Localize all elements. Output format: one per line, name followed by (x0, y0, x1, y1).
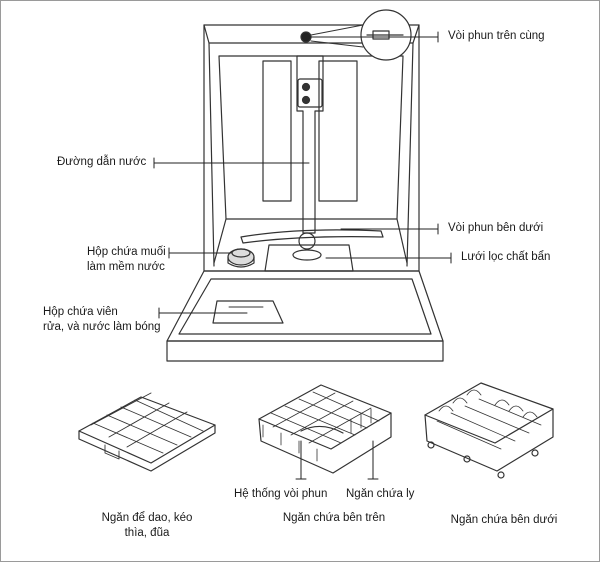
salt-box-cap (227, 248, 255, 268)
label-cutlery-rack: Ngăn để dao, kéo thìa, đũa (97, 511, 197, 541)
label-upper-rack: Ngăn chứa bên trên (282, 512, 386, 524)
right-panel (318, 60, 358, 202)
pipe-screw-bottom (301, 95, 311, 105)
pipe-screw-top (301, 82, 311, 92)
dishwasher-body (203, 9, 420, 272)
label-filter: Lưới lọc chất bẩn (461, 251, 551, 263)
left-panel (262, 60, 292, 202)
floor-edges (213, 218, 408, 264)
magnifier-lines (310, 24, 364, 48)
door-front-edge (166, 340, 444, 362)
label-detergent-box-line2: rửa, và nước làm bóng (43, 321, 161, 333)
top-spray-detail (366, 30, 404, 40)
label-spray-system: Hệ thống vòi phun (234, 488, 328, 500)
upper-spray-arm (300, 425, 344, 434)
label-salt-box-line2: làm mềm nước (87, 261, 165, 273)
pipe-connector (297, 78, 323, 108)
label-top-spray: Vòi phun trên cùng (448, 30, 545, 42)
water-pipe (296, 55, 324, 234)
filter-cup (292, 249, 322, 261)
label-detergent-box: Hộp chứa viên rửa, và nước làm bóng (43, 305, 161, 335)
dishwasher-door (166, 270, 444, 362)
label-salt-box-line1: Hộp chứa muối (87, 246, 166, 258)
label-cup-holder: Ngăn chứa ly (346, 488, 415, 500)
label-cutlery-rack-line1: Ngăn để dao, kéo (101, 512, 193, 524)
detergent-box (212, 300, 284, 324)
door-inner-outline (166, 270, 444, 342)
cutlery-rack (78, 392, 216, 472)
label-salt-box: Hộp chứa muối làm mềm nước (87, 245, 166, 275)
upper-rack (258, 384, 392, 474)
label-lower-spray: Vòi phun bên dưới (448, 222, 544, 234)
leader-lines (153, 31, 452, 480)
lower-rack (424, 382, 554, 479)
back-wall (218, 55, 404, 220)
top-inner-edge (203, 24, 420, 44)
door-inner-panel (178, 278, 432, 335)
label-water-pipe: Đường dẫn nước (57, 156, 147, 168)
label-cutlery-rack-line2: thìa, đũa (124, 527, 170, 539)
lower-spray-arm (240, 229, 384, 244)
spray-hub (298, 232, 316, 250)
label-detergent-box-line1: Hộp chứa viên (43, 306, 118, 318)
label-lower-rack: Ngăn chứa bên dưới (450, 514, 558, 526)
